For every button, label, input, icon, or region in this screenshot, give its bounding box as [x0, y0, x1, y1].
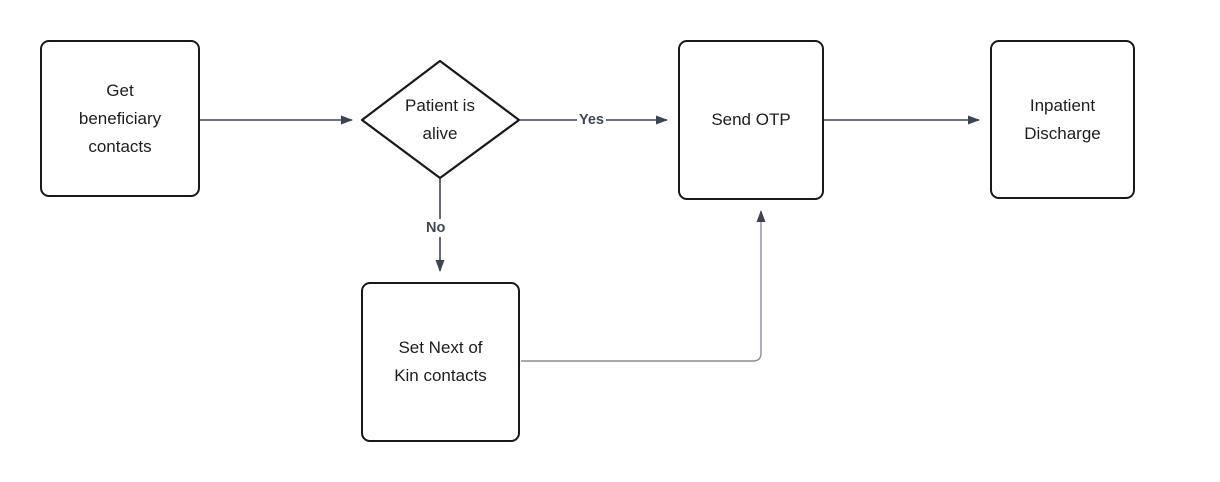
node-send-otp[interactable]: Send OTP [678, 40, 824, 200]
edge-kin-to-sendotp[interactable] [521, 210, 766, 362]
node-patient-is-alive-shape[interactable] [360, 59, 521, 180]
node-get-beneficiary-contacts[interactable]: Get beneficiary contacts [40, 40, 200, 197]
edge-label-yes[interactable]: Yes [577, 111, 606, 129]
node-label: Get beneficiary contacts [78, 80, 162, 156]
node-inpatient-discharge[interactable]: Inpatient Discharge [990, 40, 1135, 199]
node-label: Set Next of Kin contacts [394, 338, 487, 385]
node-label: Patient is alive [405, 96, 475, 143]
node-label: Inpatient Discharge [1024, 95, 1101, 143]
node-label: Send OTP [711, 110, 791, 129]
node-patient-is-alive-label: Patient is alive [394, 92, 486, 148]
edge-label-no[interactable]: No [424, 219, 448, 237]
node-set-next-of-kin-contacts[interactable]: Set Next of Kin contacts [361, 282, 520, 442]
